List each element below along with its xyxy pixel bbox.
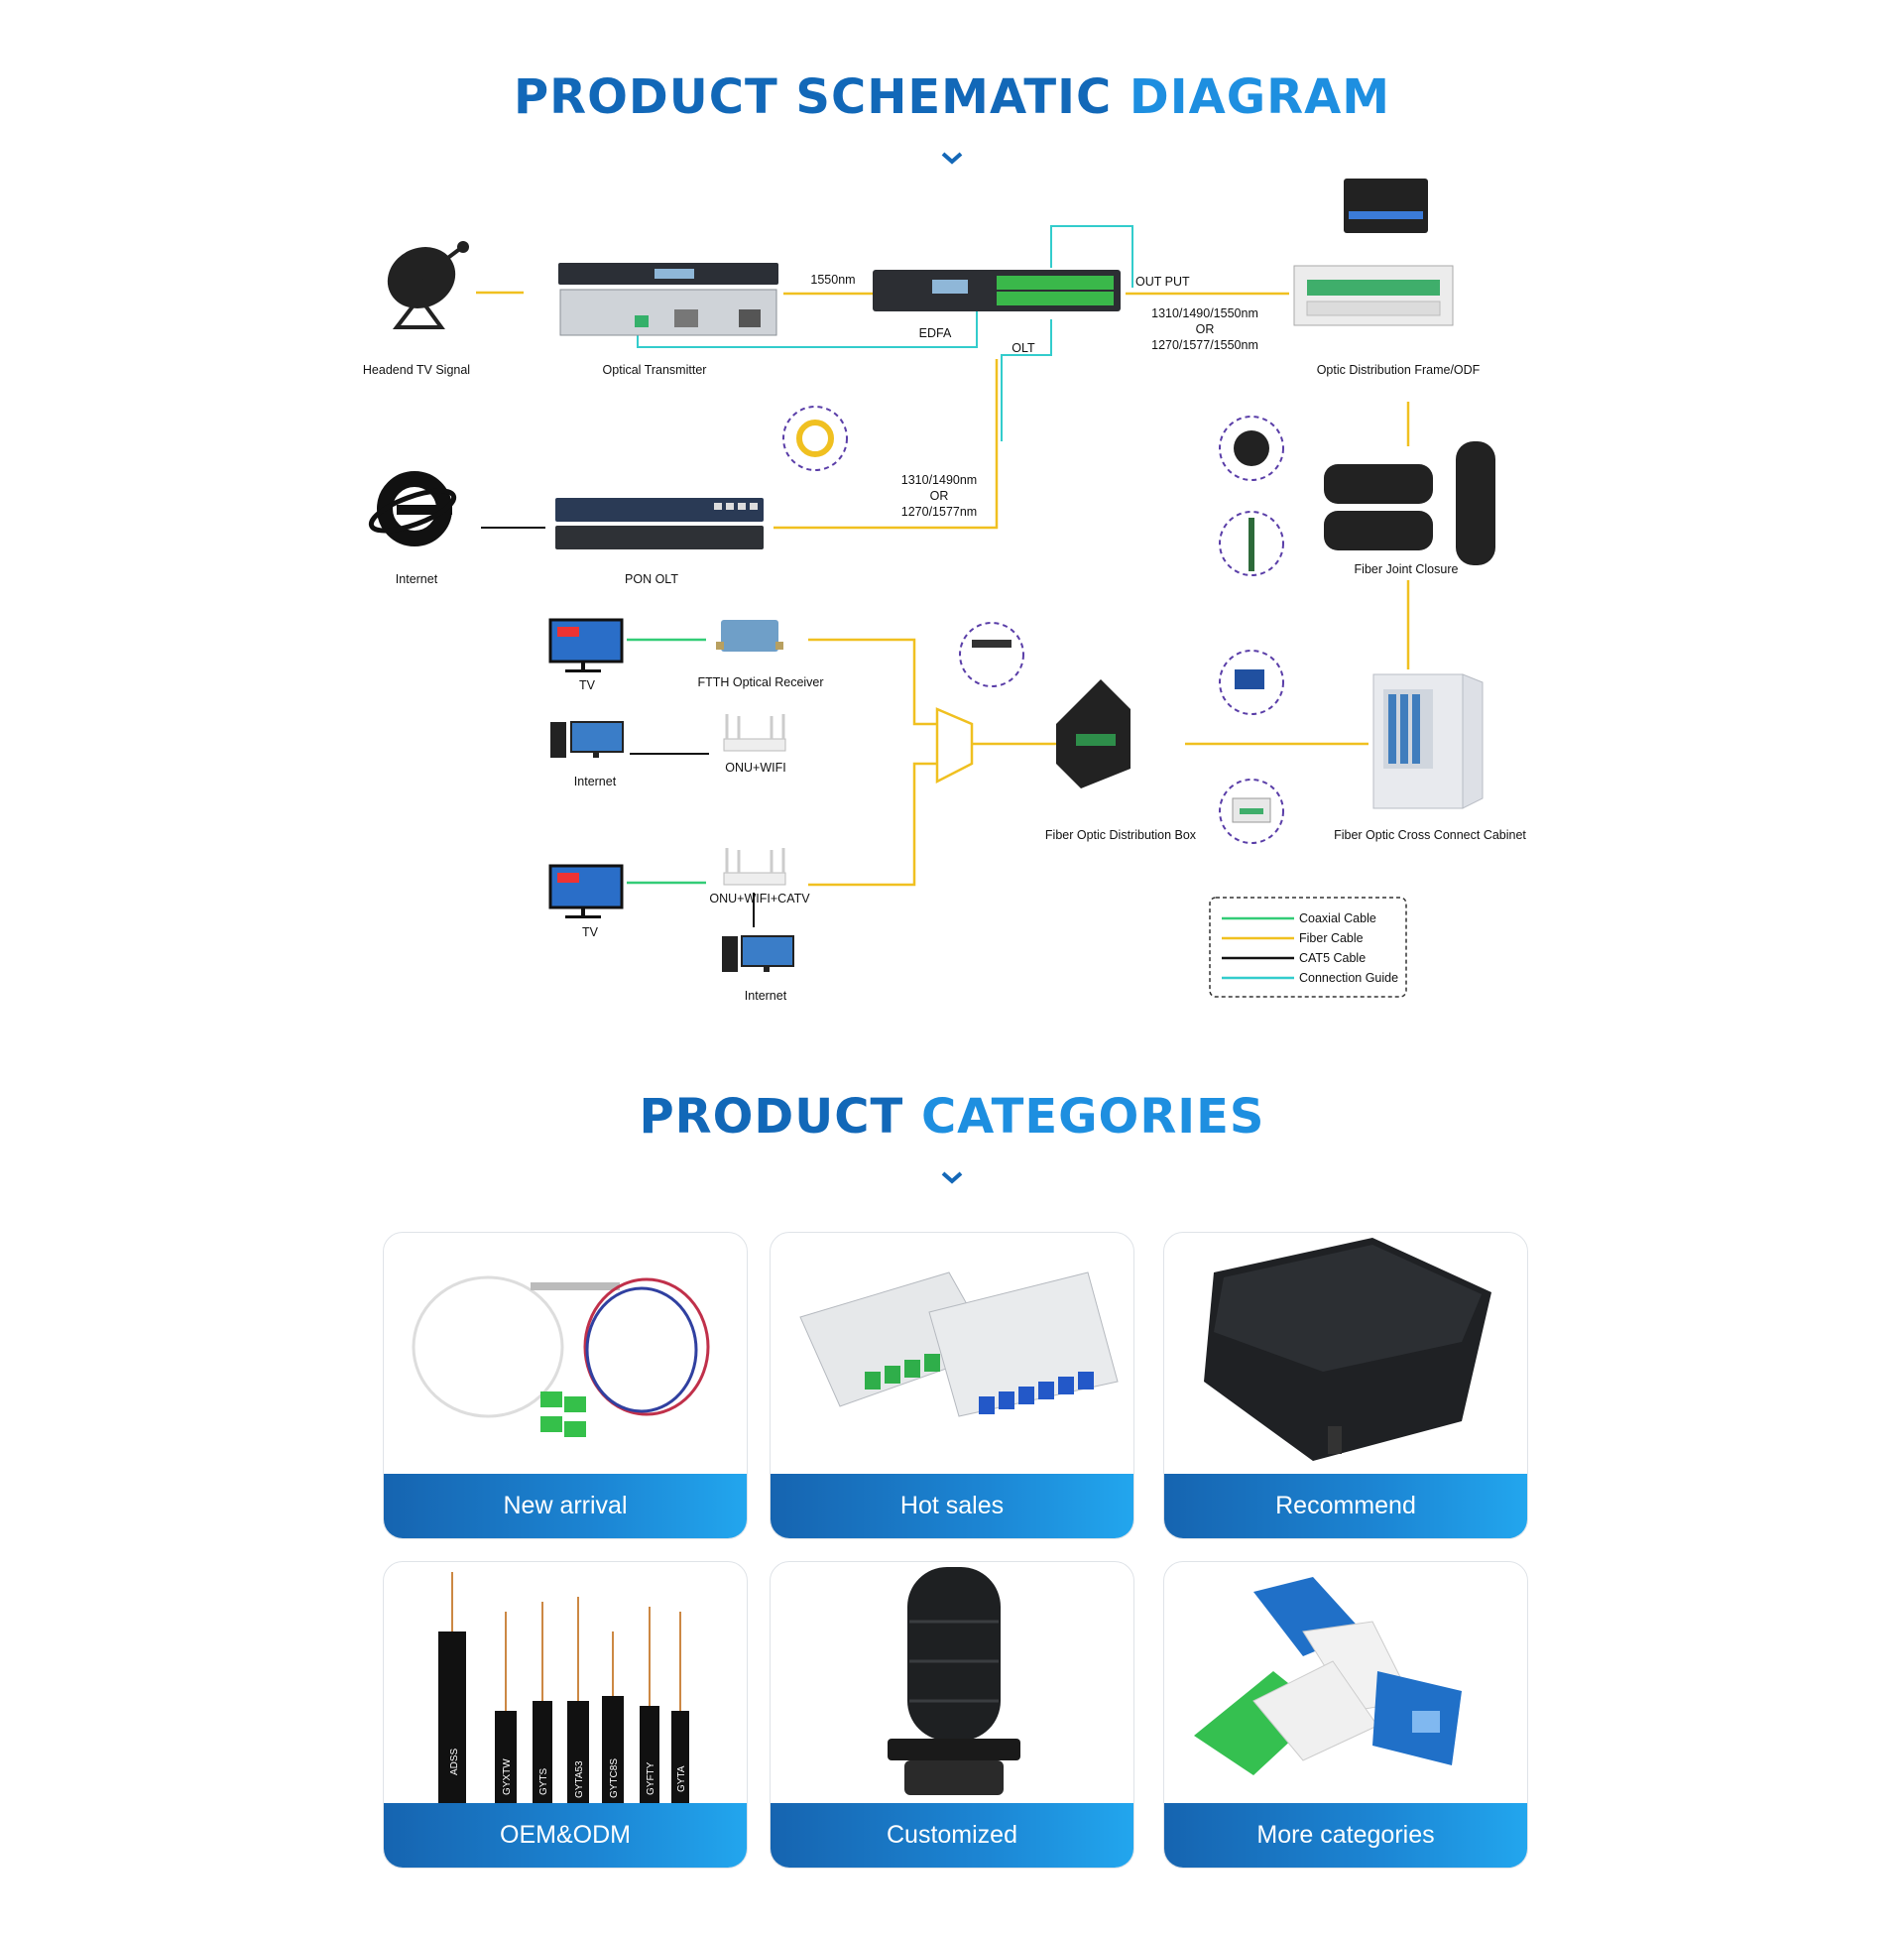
label-optical-transmitter: Optical Transmitter	[603, 363, 707, 377]
label-edfa: EDFA	[919, 326, 952, 340]
link-label-out-2: 1270/1577/1550nm	[1151, 338, 1258, 352]
cross-connect-cabinet-image	[1372, 673, 1484, 809]
link-label-out-1: 1310/1490/1550nm	[1151, 306, 1258, 320]
link-label-output: OUT PUT	[1135, 275, 1190, 289]
category-label: New arrival	[384, 1474, 747, 1538]
link-label-out-or: OR	[1196, 322, 1215, 336]
onu-wifi-catv-image	[723, 848, 786, 886]
cable-label: ADSS	[449, 1748, 460, 1775]
cat5-lines	[481, 527, 755, 927]
link-label-1550: 1550nm	[810, 273, 855, 287]
link-label-olt-1: 1310/1490nm	[901, 473, 977, 487]
category-card-more-categories[interactable]: More categories	[1163, 1561, 1528, 1869]
label-odf: Optic Distribution Frame/ODF	[1317, 363, 1481, 377]
cable-label: GYTS	[538, 1767, 549, 1795]
legend: Coaxial Cable Fiber Cable CAT5 Cable Con…	[1209, 897, 1407, 998]
fiber-joint-closure-image	[1324, 441, 1495, 565]
onu-wifi-image	[723, 714, 786, 752]
internet-explorer-icon	[368, 471, 457, 546]
cable-label: GYXTW	[502, 1758, 513, 1795]
label-tv-2: TV	[582, 925, 599, 939]
tv-image-1	[548, 618, 624, 672]
tv-image-2	[548, 864, 624, 918]
category-card-oem-odm[interactable]: ADSS GYXTW GYTS GYTA53 GYTC8S GYFTY GYTA…	[383, 1561, 748, 1869]
fiber-lines	[476, 291, 1410, 887]
legend-coaxial: Coaxial Cable	[1299, 911, 1376, 925]
satellite-dish-icon	[387, 241, 469, 329]
cable-label: GYTA53	[574, 1760, 585, 1798]
category-label: More categories	[1164, 1803, 1527, 1868]
label-headend: Headend TV Signal	[363, 363, 470, 377]
schematic-heading: PRODUCT SCHEMATIC DIAGRAM	[513, 69, 1391, 125]
categories-heading: PRODUCT CATEGORIES	[639, 1089, 1265, 1145]
category-label: OEM&ODM	[384, 1803, 747, 1868]
accessory-rings	[782, 406, 1284, 844]
legend-fiber: Fiber Cable	[1299, 931, 1364, 945]
legend-guide: Connection Guide	[1299, 971, 1398, 985]
link-label-olt: OLT	[1012, 341, 1035, 355]
category-card-new-arrival[interactable]: New arrival	[383, 1232, 748, 1539]
label-internet-top: Internet	[396, 572, 438, 586]
category-card-recommend[interactable]: Recommend	[1163, 1232, 1528, 1539]
label-pon-olt: PON OLT	[625, 572, 678, 586]
label-internet-mid: Internet	[574, 775, 617, 788]
label-onu-wifi-catv: ONU+WIFI+CATV	[709, 892, 810, 906]
category-card-hot-sales[interactable]: Hot sales	[770, 1232, 1134, 1539]
category-label: Recommend	[1164, 1474, 1527, 1538]
distribution-box-image	[1056, 679, 1130, 788]
coaxial-lines	[627, 638, 706, 885]
pon-olt-image	[555, 498, 764, 549]
label-internet-bottom: Internet	[745, 989, 787, 1003]
link-label-olt-2: 1270/1577nm	[901, 505, 977, 519]
odf-image	[1293, 179, 1454, 326]
category-card-customized[interactable]: Customized	[770, 1561, 1134, 1869]
computer-image-1	[550, 721, 624, 758]
schematic-diagram: Headend TV Signal Optical Transmitter ED…	[363, 179, 1526, 1003]
label-tv-1: TV	[579, 678, 596, 692]
fast-connector-image	[1194, 1577, 1462, 1775]
cable-label: GYTA	[676, 1765, 687, 1792]
category-label: Customized	[771, 1803, 1133, 1868]
chevron-down-icon	[941, 152, 963, 165]
label-distribution-box: Fiber Optic Distribution Box	[1045, 828, 1197, 842]
ftth-receiver-image	[716, 620, 783, 652]
fiber-cables-image: ADSS GYXTW GYTS GYTA53 GYTC8S GYFTY GYTA	[438, 1572, 689, 1805]
edfa-image	[873, 270, 1121, 311]
category-label: Hot sales	[771, 1474, 1133, 1538]
plc-splitter-image	[412, 1275, 710, 1437]
label-ftth-receiver: FTTH Optical Receiver	[697, 675, 823, 689]
dome-closure-image	[888, 1567, 1020, 1795]
label-fiber-joint-closure: Fiber Joint Closure	[1355, 562, 1459, 576]
accessory-images	[796, 420, 1271, 823]
cable-label: GYTC8S	[609, 1758, 620, 1798]
legend-cat5: CAT5 Cable	[1299, 951, 1366, 965]
cable-label: GYFTY	[646, 1761, 656, 1795]
label-onu-wifi: ONU+WIFI	[725, 761, 785, 775]
chevron-down-icon	[941, 1171, 963, 1184]
computer-image-2	[722, 935, 794, 972]
label-cross-connect-cabinet: Fiber Optic Cross Connect Cabinet	[1334, 828, 1526, 842]
plc-cassette-image	[799, 1271, 1119, 1417]
optical-transmitter-image	[558, 263, 778, 336]
link-label-olt-or: OR	[930, 489, 949, 503]
distribution-box-image	[1204, 1238, 1491, 1461]
